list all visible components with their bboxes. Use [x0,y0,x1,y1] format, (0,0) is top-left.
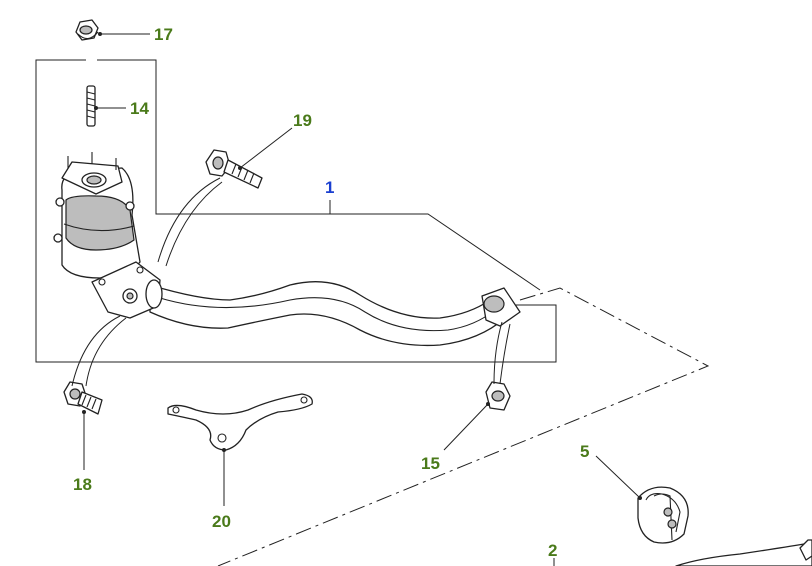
stud-part-14 [86,85,96,127]
section-divider [217,287,710,566]
rubber-mount-part-5 [637,486,689,544]
bolt-part-19 [205,149,263,189]
flange-nut-part-17 [75,19,99,41]
callout-14: 14 [130,99,149,118]
callout-17: 17 [154,25,173,44]
bolt-part-18 [63,381,103,415]
callout-20: 20 [212,512,231,531]
bracket-part-20 [167,393,313,451]
front-pipe-catalyst-part-1 [53,152,521,347]
assembly-bracket [35,59,557,363]
leader-lines [71,32,642,566]
callout-18: 18 [73,475,92,494]
callout-19: 19 [293,111,312,130]
callout-5: 5 [580,442,589,461]
callout-1: 1 [325,178,334,197]
callout-2: 2 [548,541,557,560]
nut-part-15 [485,381,511,411]
callout-15: 15 [421,454,440,473]
rear-pipe-part-2 [675,539,812,566]
